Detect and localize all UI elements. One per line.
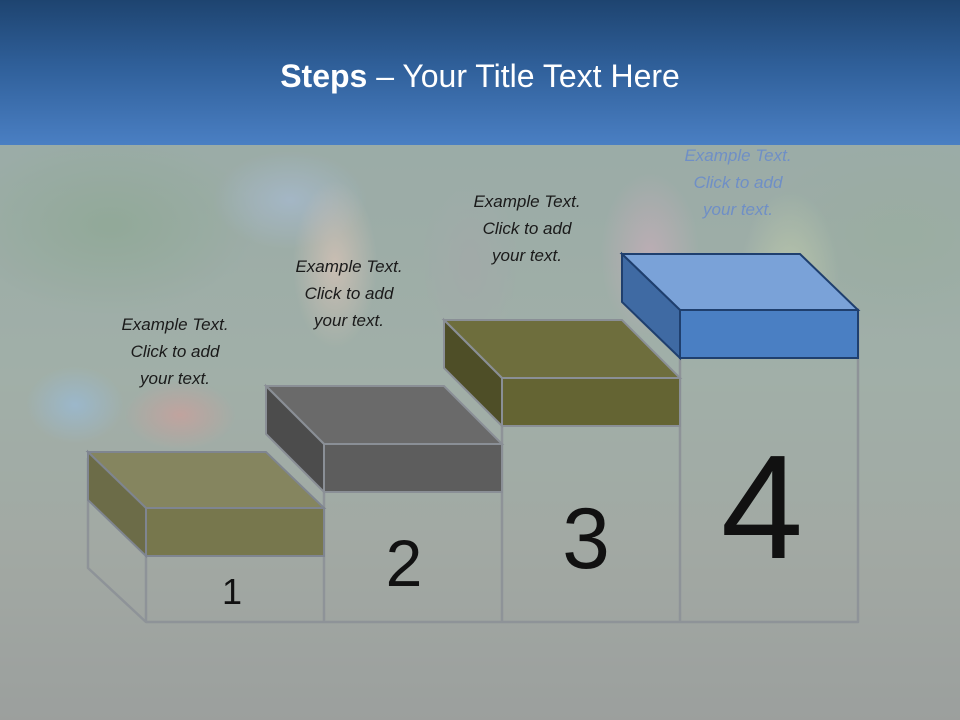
step-block-1[interactable]: [85, 449, 327, 559]
step-block-3-front: [501, 377, 681, 427]
step-4-text-line-2: Click to add: [693, 173, 783, 192]
title-regular-part: – Your Title Text Here: [367, 58, 680, 94]
step-number-4: 4: [721, 425, 803, 590]
step-4-text-line-1: Example Text.: [684, 146, 792, 165]
step-2-text[interactable]: Example Text. Click to add your text.: [274, 253, 424, 334]
step-block-2-front: [323, 443, 503, 493]
step-1-text-line-1: Example Text.: [121, 315, 229, 334]
step-block-2[interactable]: [263, 383, 505, 495]
step-4-text-line-3: your text.: [703, 200, 773, 219]
step-number-3: 3: [562, 491, 610, 587]
title-bar: Steps – Your Title Text Here: [0, 0, 960, 145]
step-number-1: 1: [222, 571, 242, 612]
step-3-text-line-3: your text.: [492, 246, 562, 265]
step-2-text-line-1: Example Text.: [295, 257, 403, 276]
step-block-1-front: [145, 507, 325, 557]
step-block-4-front: [679, 309, 859, 359]
step-1-text[interactable]: Example Text. Click to add your text.: [100, 311, 250, 392]
step-3-text-line-2: Click to add: [482, 219, 572, 238]
slide-title[interactable]: Steps – Your Title Text Here: [0, 56, 960, 96]
title-bold-part: Steps: [280, 58, 368, 94]
step-1-text-line-3: your text.: [140, 369, 210, 388]
step-1-text-line-2: Click to add: [130, 342, 220, 361]
step-2-text-line-2: Click to add: [304, 284, 394, 303]
step-2-text-line-3: your text.: [314, 311, 384, 330]
step-number-2: 2: [386, 526, 423, 600]
step-3-text-line-1: Example Text.: [473, 192, 581, 211]
step-4-text[interactable]: Example Text. Click to add your text.: [663, 142, 813, 223]
step-3-text[interactable]: Example Text. Click to add your text.: [452, 188, 602, 269]
step-block-4[interactable]: [619, 251, 861, 361]
step-block-3[interactable]: [441, 317, 683, 429]
